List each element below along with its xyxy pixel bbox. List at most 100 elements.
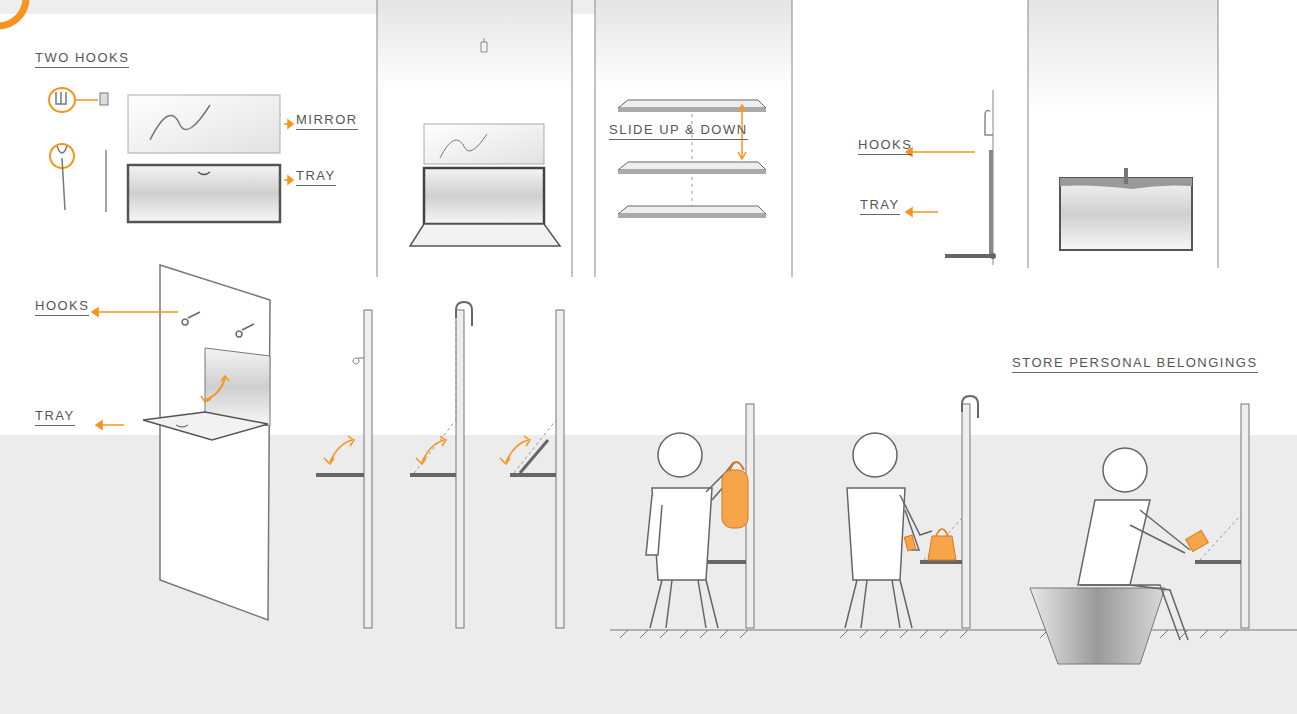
wall-section [364, 310, 372, 628]
backpack-strap [730, 462, 744, 470]
person-arm [1130, 510, 1190, 553]
callout-arrow [284, 176, 293, 184]
tray-flap [520, 440, 548, 473]
mirror [424, 124, 544, 164]
slide-rail [692, 100, 693, 210]
person-head [658, 433, 702, 477]
wall-shade [595, 0, 792, 90]
motion-arrow [500, 436, 530, 464]
annotation-label: TRAY [296, 168, 336, 186]
person-arm [646, 495, 662, 555]
hook-top [962, 396, 978, 418]
shelf-edge [618, 170, 766, 174]
hook-top [456, 302, 472, 326]
tray-side [704, 560, 746, 564]
wall-section [1241, 404, 1249, 628]
wall-shade [1028, 0, 1218, 110]
phone [904, 535, 915, 551]
wall-section [556, 310, 564, 628]
tray-flap [410, 224, 560, 246]
wall-panel [160, 265, 270, 620]
callout-arrow [284, 120, 293, 128]
bag-handle [936, 529, 948, 536]
annotation-label: TRAY [860, 197, 900, 215]
annotation-label: HOOKS [35, 298, 89, 316]
motion-arrow [205, 378, 225, 400]
bag [928, 536, 956, 560]
hook [182, 312, 200, 325]
wall-edge [377, 0, 378, 277]
person-arm [900, 495, 932, 550]
floor-line [610, 630, 1297, 631]
wall-edge [1028, 0, 1029, 268]
hook-side [985, 111, 993, 136]
shelf-edge [618, 214, 766, 218]
tray-side [510, 473, 556, 477]
callout-arrow [96, 421, 124, 429]
tray-side [316, 473, 364, 477]
person-legs [1080, 585, 1188, 640]
motion-arrow [324, 436, 354, 464]
tray-flap [143, 412, 268, 440]
hook-side [353, 358, 364, 364]
wall-edge [595, 0, 596, 277]
person-head [1103, 448, 1147, 492]
annotation-label: SLIDE UP & DOWN [609, 122, 748, 140]
wall-section [962, 404, 970, 628]
motion-arrow [416, 436, 446, 464]
tray-side [1195, 560, 1241, 564]
support-line [924, 518, 962, 560]
annotation-label: HOOKS [858, 137, 912, 155]
tray-flap [989, 150, 993, 256]
hook-icon [57, 146, 67, 210]
wall-edge [572, 0, 573, 277]
toilet-bowl [1030, 588, 1165, 664]
wall-edge [792, 0, 793, 277]
annotation-label: TRAY [35, 408, 75, 426]
mirror-reflection [150, 105, 210, 140]
support-line [1200, 515, 1241, 560]
tray [128, 165, 280, 222]
hook-side [100, 93, 108, 105]
tray-notch [176, 425, 188, 427]
tray [424, 168, 544, 224]
wall-edge [1218, 0, 1219, 268]
backpack [722, 470, 748, 528]
hook-side [105, 150, 107, 212]
callout-arrow [92, 308, 178, 316]
tray [1060, 178, 1192, 250]
hook [236, 324, 254, 337]
hook-highlight [49, 88, 75, 112]
annotation-label: STORE PERSONAL BELONGINGS [1012, 355, 1258, 373]
corner-badge [0, 0, 26, 26]
support-line [514, 420, 556, 473]
shelf [618, 206, 766, 214]
hook-side [1124, 168, 1128, 184]
support-line [456, 318, 457, 420]
callout-arrow [906, 148, 975, 156]
person-head [853, 433, 897, 477]
mirror-reflection [440, 134, 487, 158]
hook-icon [56, 92, 66, 104]
mirror [128, 95, 280, 153]
support-line [414, 420, 456, 473]
person-torso [652, 488, 712, 580]
annotation-label: MIRROR [296, 112, 358, 130]
tray-side [945, 254, 993, 258]
hook-icon [481, 38, 487, 52]
wall-section [456, 310, 464, 628]
arrow-head [201, 376, 229, 402]
callout-arrow [906, 208, 938, 216]
tray-notch [198, 172, 210, 175]
person-legs [845, 580, 912, 628]
tray-side [920, 560, 962, 564]
wall-shade [377, 0, 572, 90]
annotation-label: TWO HOOKS [35, 50, 129, 68]
shelf [618, 162, 766, 170]
tray-side [410, 473, 456, 477]
person-torso [1078, 500, 1150, 585]
person-torso [847, 488, 905, 580]
person-legs [650, 580, 718, 628]
phone [1186, 530, 1209, 551]
pivot [990, 253, 996, 259]
